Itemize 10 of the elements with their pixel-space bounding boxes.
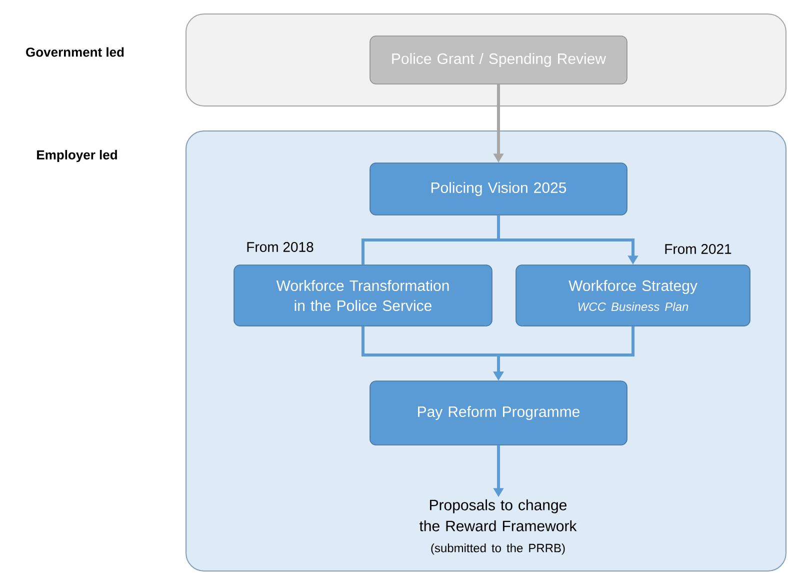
date-label: From 2018 (247, 242, 314, 252)
band-heading: Employer led (37, 150, 117, 162)
date-label: From 2021 (665, 244, 732, 254)
process-box: Workforce Transformation in the Police Service (234, 264, 492, 326)
output-text: Proposals to change the Reward Framework (submitted to the PRRB) (419, 499, 577, 555)
process-box: Policing Vision 2025 (370, 162, 628, 216)
process-box: Workforce Strategy WCC Business Plan (516, 264, 750, 326)
process-box: Police Grant / Spending Review (370, 36, 628, 84)
band-heading: Government led (26, 47, 124, 57)
process-box: Pay Reform Programme (370, 380, 628, 446)
